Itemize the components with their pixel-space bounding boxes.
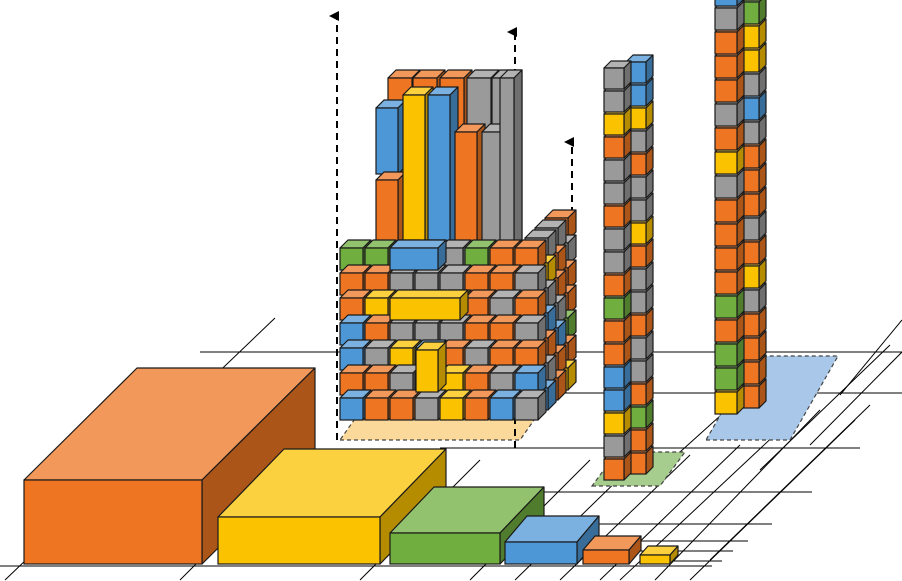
right-column-cube-8-front (714, 199, 738, 223)
right-column-cube-1-front (714, 367, 738, 391)
main-cube-6-0 (339, 389, 372, 421)
right-column-stack (714, 0, 767, 415)
main-cube-6-7 (514, 389, 547, 421)
right-column-cube-13-front (714, 79, 738, 103)
right-column-cube-9-front (714, 175, 738, 199)
grid-line-d-13 (809, 351, 902, 446)
right-column-cube-17-side (736, 0, 744, 7)
tall-bar-4 (454, 123, 486, 251)
main-cube-6-0-front (339, 397, 364, 421)
ground-slab-5-front (639, 554, 671, 565)
grid-line-d-11 (709, 404, 871, 561)
main-cube-6-3-front (414, 397, 439, 421)
main-brick-yellow-vertical-front (415, 349, 439, 393)
middle-column-cube-0-front (603, 458, 625, 481)
ground-slab-3-front (504, 541, 578, 565)
middle-column-cube-16-front (603, 90, 625, 113)
middle-column-cube-11-front (603, 205, 625, 228)
main-block-stack (339, 69, 577, 421)
tall-bar-6-side (513, 69, 523, 249)
main-brick-yellow-top (389, 289, 469, 299)
main-cube-6-6-front (489, 397, 514, 421)
tall-bar-3-front (427, 94, 451, 251)
tall-bar-0 (375, 99, 407, 175)
tall-bar-6-front (499, 77, 515, 249)
middle-column-cube-4-front (603, 366, 625, 389)
ground-slab-4 (582, 535, 642, 565)
tall-bar-6 (499, 69, 523, 249)
ground-slab-0 (23, 367, 316, 565)
right-column-cube-16-front (714, 7, 738, 31)
middle-column-stack (603, 54, 654, 481)
right-column-cube-2-front (714, 343, 738, 367)
right-column-cube-6-front (714, 247, 738, 271)
middle-column-cube-5-front (603, 343, 625, 366)
tall-bar-2-front (402, 94, 426, 251)
middle-column-cube-7-front (603, 297, 625, 320)
right-column-cube-3-front (714, 319, 738, 343)
right-column-cube-0-front (714, 391, 738, 415)
main-cube-6-7-front (514, 397, 539, 421)
right-column-cube-4-front (714, 295, 738, 319)
tall-bar-4-front (454, 131, 478, 251)
right-column-cube-10-front (714, 151, 738, 175)
main-cube-6-4-front (439, 397, 464, 421)
main-brick-blue-front (389, 247, 439, 271)
right-column-cube-12-front (714, 103, 738, 127)
middle-column-cube-17-front (603, 67, 625, 90)
main-brick-blue-top (389, 239, 447, 249)
middle-column-cube-12-front (603, 182, 625, 205)
middle-column-cube-14-front (603, 136, 625, 159)
ground-slab-0-front (23, 479, 203, 565)
right-column-cube-11-front (714, 127, 738, 151)
middle-column-cube-3-front (603, 389, 625, 412)
main-brick-yellow-front (389, 297, 461, 321)
right-column-cube-7-front (714, 223, 738, 247)
middle-column-cube-15-front (603, 113, 625, 136)
main-brick-blue (389, 239, 447, 271)
ground-slab-1-front (217, 516, 381, 565)
tall-bar-1 (375, 171, 407, 251)
ground-slab-4-front (582, 549, 630, 565)
right-column-cube-17-front (714, 0, 738, 7)
right-column-cube-5-front (714, 271, 738, 295)
middle-column-cube-17 (603, 60, 632, 90)
middle-column-cube-1-front (603, 435, 625, 458)
middle-column-cube-9-front (603, 251, 625, 274)
main-brick-yellow (389, 289, 469, 321)
main-cube-6-5-front (464, 397, 489, 421)
ground-slab-5 (639, 545, 679, 565)
main-brick-yellow-vertical (415, 341, 447, 393)
ground-slabs (23, 367, 679, 565)
middle-column-cube-2-front (603, 412, 625, 435)
main-cube-6-2-front (389, 397, 414, 421)
main-brick-yellow-vertical-side (437, 341, 447, 393)
right-column-cube-17 (714, 0, 744, 7)
middle-column-cube-13-front (603, 159, 625, 182)
tall-bar-3 (427, 86, 459, 251)
middle-column-cube-6-front (603, 320, 625, 343)
ground-slab-2-front (389, 532, 501, 565)
tall-bar-0-front (375, 107, 399, 175)
right-column-cube-14-front (714, 55, 738, 79)
grid-line-d-12 (759, 344, 891, 471)
middle-column-cube-10-front (603, 228, 625, 251)
right-column-cube-15-front (714, 31, 738, 55)
middle-column-cube-8-front (603, 274, 625, 297)
right-column-cube-9 (714, 168, 745, 199)
grid-line-d-14 (839, 319, 902, 396)
main-cube-6-1-front (364, 397, 389, 421)
ground-slab-3 (504, 515, 600, 565)
